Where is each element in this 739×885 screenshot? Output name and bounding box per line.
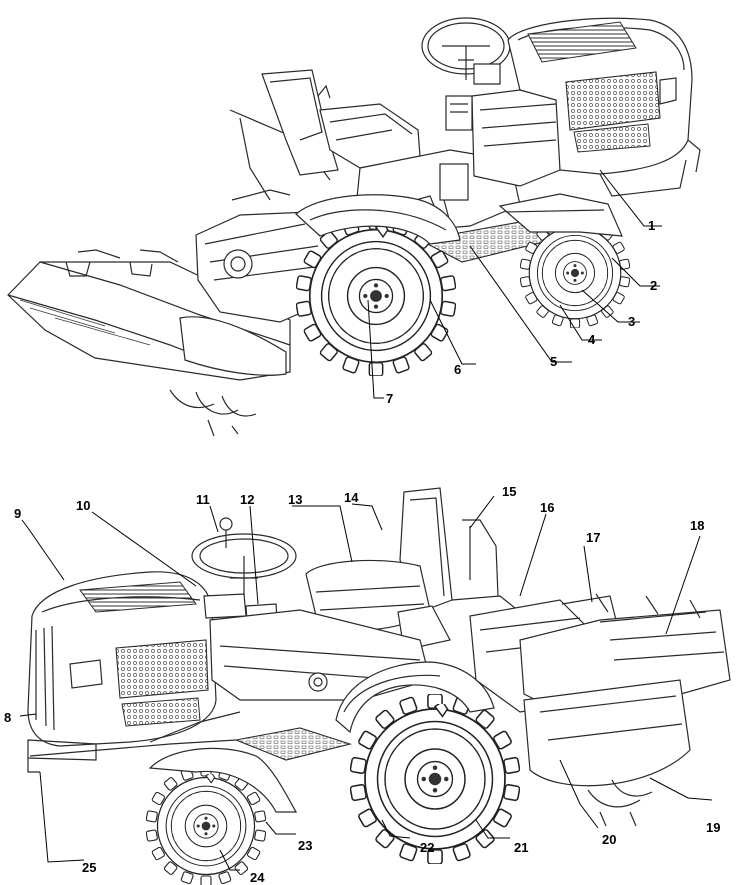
callout-12: 12: [240, 492, 254, 507]
callout-6: 6: [454, 362, 461, 377]
callout-2: 2: [650, 278, 657, 293]
callout-22: 22: [420, 840, 434, 855]
bottom-view-drawing: [27, 487, 731, 885]
top-rear-wheel: [295, 194, 461, 376]
callout-18: 18: [690, 518, 704, 533]
callout-7: 7: [386, 391, 393, 406]
callout-13: 13: [288, 492, 302, 507]
callout-11: 11: [196, 492, 210, 507]
callout-24: 24: [250, 870, 265, 885]
callout-8: 8: [4, 710, 11, 725]
top-hood: [507, 17, 701, 197]
callout-10: 10: [76, 498, 90, 513]
callout-5: 5: [550, 354, 557, 369]
top-frame: [195, 109, 331, 323]
callout-1: 1: [648, 218, 655, 233]
top-view-drawing: [7, 17, 701, 437]
callout-4: 4: [588, 332, 596, 347]
top-steering-wheel: [421, 17, 511, 85]
bottom-hood: [27, 571, 217, 773]
bottom-leader-lines: [19, 495, 713, 871]
callout-9: 9: [14, 506, 21, 521]
callout-3: 3: [628, 314, 635, 329]
bottom-rear-wheel: [335, 661, 520, 864]
callout-25: 25: [82, 860, 96, 875]
callout-16: 16: [540, 500, 554, 515]
callout-14: 14: [344, 490, 359, 505]
callout-19: 19: [706, 820, 720, 835]
callout-labels: 1 2 3 4 5 6 7 8 9 10 11 12 13 14 15 16 1…: [4, 218, 720, 885]
callout-21: 21: [514, 840, 528, 855]
bottom-front-wheel: [146, 747, 298, 885]
bottom-seat: [305, 487, 521, 651]
top-leader-lines: [367, 169, 662, 399]
callout-15: 15: [502, 484, 516, 499]
callout-20: 20: [602, 832, 616, 847]
top-seat: [261, 69, 421, 176]
top-front-wheel: [498, 193, 630, 328]
callout-23: 23: [298, 838, 312, 853]
bottom-tiller: [469, 593, 731, 827]
callout-17: 17: [586, 530, 600, 545]
